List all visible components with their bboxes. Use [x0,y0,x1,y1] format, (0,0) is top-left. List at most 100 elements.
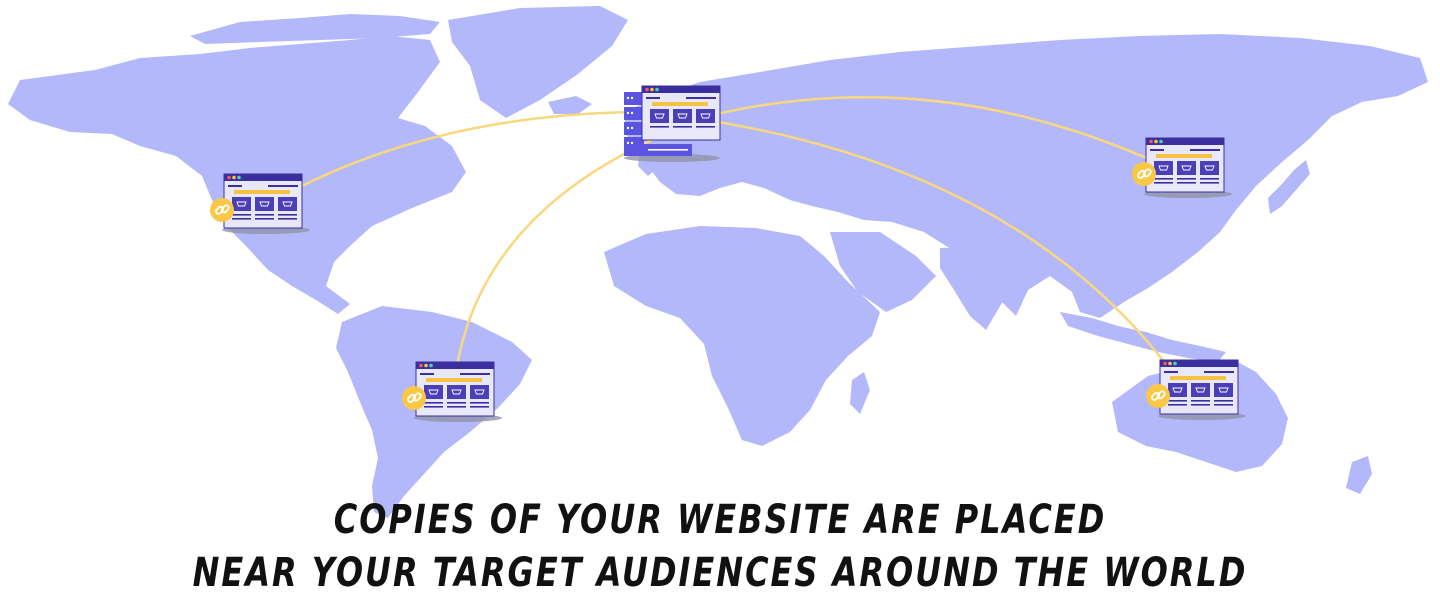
banner [426,378,482,382]
world-map [8,6,1428,518]
server-led [626,126,630,130]
text-line [1154,182,1173,184]
icons-layer [210,85,1246,422]
text-line [1191,400,1210,402]
shopping-cart-icon [1168,383,1187,397]
cart-shape [451,389,462,395]
route-to-north-america [293,110,661,192]
server-icon [624,85,721,162]
server-unit [624,92,644,105]
text-line [1200,178,1219,180]
cart-shape [1204,165,1215,171]
title-bar [642,86,720,93]
shopping-cart-icon [1214,383,1233,397]
text-line [696,126,715,128]
dot-green [1159,139,1163,144]
continent-eurasia [624,34,1428,318]
link-chain-b [412,392,422,402]
text-line [1191,404,1210,406]
island-madagascar [850,372,870,414]
nav-line [420,373,434,375]
text-line [650,126,669,128]
server-led [626,96,630,100]
title-bar [1160,360,1238,367]
cart-shape [282,201,293,207]
nav-line [228,185,242,187]
shopping-cart-icon [650,109,669,123]
shopping-cart-icon [1154,161,1173,175]
banner [234,190,290,194]
link-chain-b [1142,168,1152,178]
cart-shape [259,201,270,207]
text-line [424,402,443,404]
nav-line [1150,149,1164,151]
dot-yellow [232,175,236,180]
arctic-islands [190,14,440,44]
server-led [630,96,634,100]
cart-shape [1181,165,1192,171]
browser-window-icon [1132,137,1232,198]
browser-window-icon [210,173,310,234]
dot-red [1163,361,1167,366]
island-new-zealand [1346,456,1372,494]
text-line [424,406,443,408]
dot-red [227,175,231,180]
link-chain-b [220,204,230,214]
cart-shape [1158,165,1169,171]
shopping-cart-icon [1191,383,1210,397]
browser-window-icon [1146,359,1246,420]
link-chain-b [1156,390,1166,400]
caption-line-1: COPIES OF YOUR WEBSITE ARE PLACED [333,495,1107,543]
route-to-east-asia [699,95,1161,166]
text-line [447,402,466,404]
shopping-cart-icon [447,385,466,399]
dot-green [1173,361,1177,366]
cart-shape [428,389,439,395]
dot-red [645,87,649,92]
text-line [1154,178,1173,180]
nav-line [268,185,298,187]
region-india [940,246,1020,330]
region-arabia [830,232,936,312]
caption-line-2: NEAR YOUR TARGET AUDIENCES AROUND THE WO… [192,548,1248,596]
text-line [1177,182,1196,184]
cart-shape [236,201,247,207]
dot-green [237,175,241,180]
shopping-cart-icon [696,109,715,123]
text-line [1177,178,1196,180]
text-line [255,214,274,216]
cart-shape [1172,387,1183,393]
route-to-south-america [454,138,653,373]
server-led [630,111,634,115]
shopping-cart-icon [1200,161,1219,175]
banner [652,102,708,106]
shopping-cart-icon [673,109,692,123]
server-led [630,141,634,145]
cart-shape [474,389,485,395]
shopping-cart-icon [1177,161,1196,175]
origin-browser [641,85,721,141]
dot-yellow [1168,361,1172,366]
text-line [1200,182,1219,184]
server-led [626,141,630,145]
dot-green [429,363,433,368]
route-to-australia [705,118,1173,373]
nav-line [686,97,716,99]
text-line [278,214,297,216]
text-line [1214,404,1233,406]
server-led [626,111,630,115]
island-iceland [548,96,592,114]
title-bar [416,362,494,369]
connection-routes [293,95,1173,373]
text-line [232,214,251,216]
continent-africa [604,226,880,446]
browser-window-icon [402,361,502,422]
banner [1156,154,1212,158]
text-line [278,218,297,220]
nav-line [1164,371,1178,373]
cart-shape [700,113,711,119]
nav-line [1190,149,1220,151]
text-line [470,406,489,408]
cart-shape [1195,387,1206,393]
